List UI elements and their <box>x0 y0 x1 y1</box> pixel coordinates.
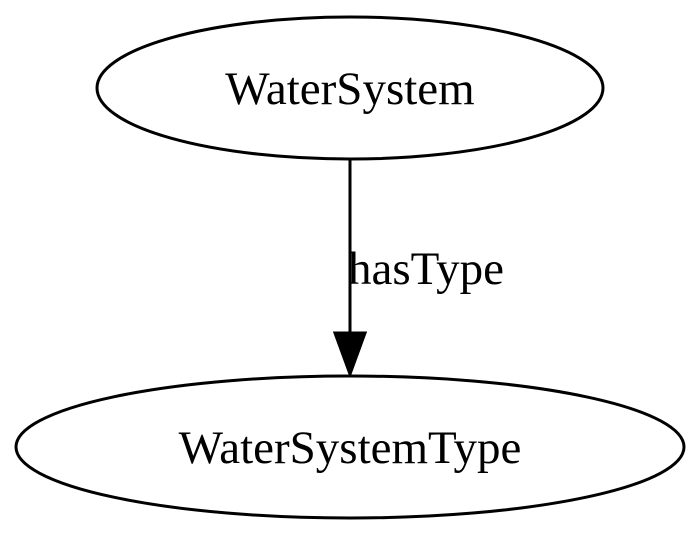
edge-has-type-arrowhead <box>332 331 368 379</box>
node-water-system-shape <box>95 15 605 161</box>
node-water-system-label: WaterSystem <box>225 63 474 115</box>
node-water-system-type[interactable]: WaterSystemType <box>14 374 686 520</box>
node-water-system[interactable]: WaterSystem <box>95 15 605 161</box>
node-water-system-type-shape <box>14 374 686 520</box>
edge-has-type: hasType <box>332 160 504 379</box>
edge-has-type-label: hasType <box>348 243 504 295</box>
node-water-system-type-label: WaterSystemType <box>179 422 522 474</box>
